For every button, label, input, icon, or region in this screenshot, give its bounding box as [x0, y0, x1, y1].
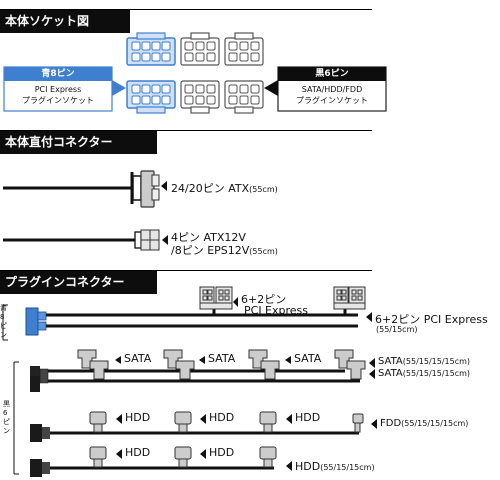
hdd-tag-5: HDD: [209, 446, 235, 459]
atx-length: (55cm): [249, 185, 278, 194]
sata-end-label-2: SATA(55/15/15/15cm): [378, 368, 471, 379]
eps-cable: [3, 229, 168, 251]
hdd-tag-1: HDD: [125, 411, 151, 424]
hdd-fdd-cable: [30, 411, 377, 442]
black-callout-line1: SATA/HDD/FDD: [301, 85, 363, 94]
fdd-end-label: FDD(55/15/15/15cm): [380, 418, 469, 429]
side-label-blue: 青8ピン: [0, 304, 7, 339]
blue-callout-line2: プラグインソケット: [22, 96, 94, 105]
sata-tag-3: SATA: [294, 352, 322, 365]
divider: [0, 270, 372, 271]
pcie-length: (55/15cm): [376, 325, 418, 334]
divider: [0, 9, 372, 10]
section-header-socket-diagram: 本体ソケット図: [0, 9, 130, 33]
hdd-end-label: HDD(55/15/15cm): [295, 460, 375, 473]
hdd-tag-2: HDD: [209, 411, 235, 424]
blue-callout-line1: PCI Express: [34, 85, 82, 94]
hdd-cable: [30, 446, 292, 477]
pcie-mid-label-2: PCI Express: [244, 304, 309, 317]
section-header-direct-connectors: 本体直付コネクター: [0, 130, 157, 154]
eps-label-1: 4ピン ATX12V: [171, 231, 246, 244]
sata-length-1: (55/15/15/15cm): [402, 357, 471, 366]
sata-cables: [30, 349, 375, 392]
hdd-tag-4: HDD: [125, 446, 151, 459]
eps-label-2: /8ピン EPS12V(55cm): [171, 244, 278, 257]
pcie-end-label: 6+2ピン PCI Express: [375, 313, 488, 326]
socket-panel: [3, 32, 387, 114]
pcie-cable: [2, 286, 372, 341]
hdd-tag-3: HDD: [295, 411, 321, 424]
sata-length-2: (55/15/15/15cm): [402, 369, 471, 378]
side-label-black: 黒6ピン: [3, 400, 10, 435]
atx-label: 24/20ピン ATX(55cm): [171, 182, 278, 195]
sata-tag-2: SATA: [208, 352, 236, 365]
pcie-mid-label-1: 6+2ピン: [241, 293, 287, 306]
section-header-plugin-connectors: プラグインコネクター: [0, 270, 157, 294]
sata-end-label-1: SATA(55/15/15/15cm): [378, 356, 471, 367]
eps-length: (55cm): [249, 247, 278, 256]
divider: [0, 130, 372, 131]
black-bracket: [13, 361, 19, 475]
hdd-length: (55/15/15cm): [320, 463, 375, 472]
fdd-length: (55/15/15/15cm): [401, 419, 469, 428]
blue-callout: [3, 66, 126, 112]
sata-tag-1: SATA: [124, 352, 152, 365]
blue-8pin-socket-top: [126, 32, 176, 66]
atx-cable: [3, 170, 167, 208]
black-callout-line2: プラグインソケット: [296, 96, 368, 105]
blue-callout-title: 青8ピン: [41, 69, 75, 79]
black-callout-title: 黒6ピン: [315, 69, 349, 79]
blue-8pin-socket-bottom: [126, 80, 176, 114]
black-callout: [264, 66, 387, 112]
